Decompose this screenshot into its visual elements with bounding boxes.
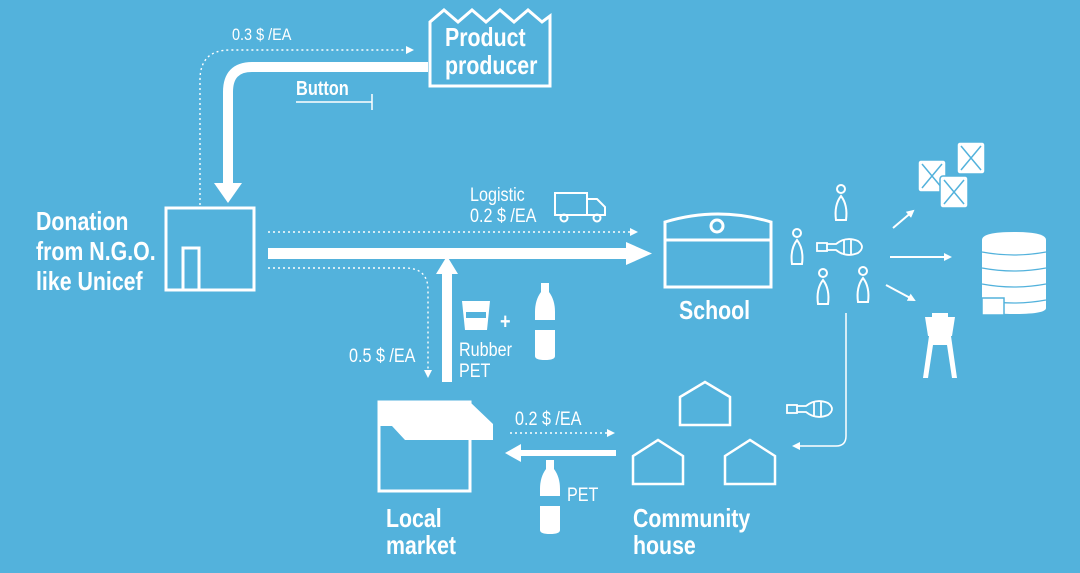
donation-to-school-arrow	[268, 248, 630, 259]
water-tower-icon	[923, 313, 957, 378]
rubber-label: Rubber	[459, 340, 512, 361]
local-market-label-line-2: market	[386, 530, 456, 560]
donation-label-line-3: like Unicef	[36, 266, 143, 296]
community-houses-icon	[631, 380, 777, 486]
pet-return-label: PET	[567, 485, 599, 506]
plus-sign: +	[500, 309, 511, 334]
bottle-lamp-icon-2	[786, 400, 833, 418]
donation-to-school-arrowhead	[626, 242, 652, 265]
donation-to-market-line	[268, 267, 432, 378]
school-to-community-line	[792, 313, 847, 450]
logistic-price-label: 0.2 $ /EA	[470, 206, 537, 227]
market-to-school-arrow	[442, 270, 452, 382]
school-building-icon	[663, 212, 773, 289]
community-to-market-arrowhead	[505, 444, 521, 462]
donation-label-line-2: from N.G.O.	[36, 236, 156, 266]
truck-icon	[554, 192, 606, 223]
button-label: Button	[296, 78, 349, 100]
producer-label-line-2: producer	[445, 50, 538, 80]
community-to-market-arrow	[518, 450, 616, 456]
pet-bottle-icon-2	[540, 460, 560, 534]
bottle-lamp-icon	[816, 238, 863, 256]
school-output-arrows	[885, 209, 952, 301]
community-label-line-2: house	[633, 530, 696, 560]
local-market-building-icon	[377, 400, 493, 493]
producer-to-donation-arrow	[223, 62, 428, 185]
rubber-cup-icon	[462, 301, 490, 330]
donation-to-producer-payment-line	[199, 46, 414, 205]
donation-label-line-1: Donation	[36, 206, 129, 236]
community-label-line-1: Community	[633, 503, 751, 533]
market-price-label: 0.5 $ /EA	[349, 346, 416, 367]
local-market-label-line-1: Local	[386, 503, 442, 533]
producer-label-line-1: Product	[445, 22, 526, 52]
producer-to-donation-arrowhead	[214, 183, 242, 203]
water-tank-icon	[981, 232, 1047, 316]
logistic-label: Logistic	[470, 185, 525, 206]
factory-icon	[428, 8, 552, 88]
jerry-cans-icon	[917, 141, 986, 209]
pet-bottle-icon	[535, 283, 555, 360]
market-to-school-arrowhead	[436, 256, 458, 274]
producer-price-label: 0.3 $ /EA	[232, 25, 292, 44]
school-label: School	[679, 295, 751, 325]
donation-building-icon	[164, 206, 256, 292]
pet-label: PET	[459, 361, 491, 382]
community-price-label: 0.2 $ /EA	[515, 409, 582, 430]
children-icon	[790, 184, 870, 305]
